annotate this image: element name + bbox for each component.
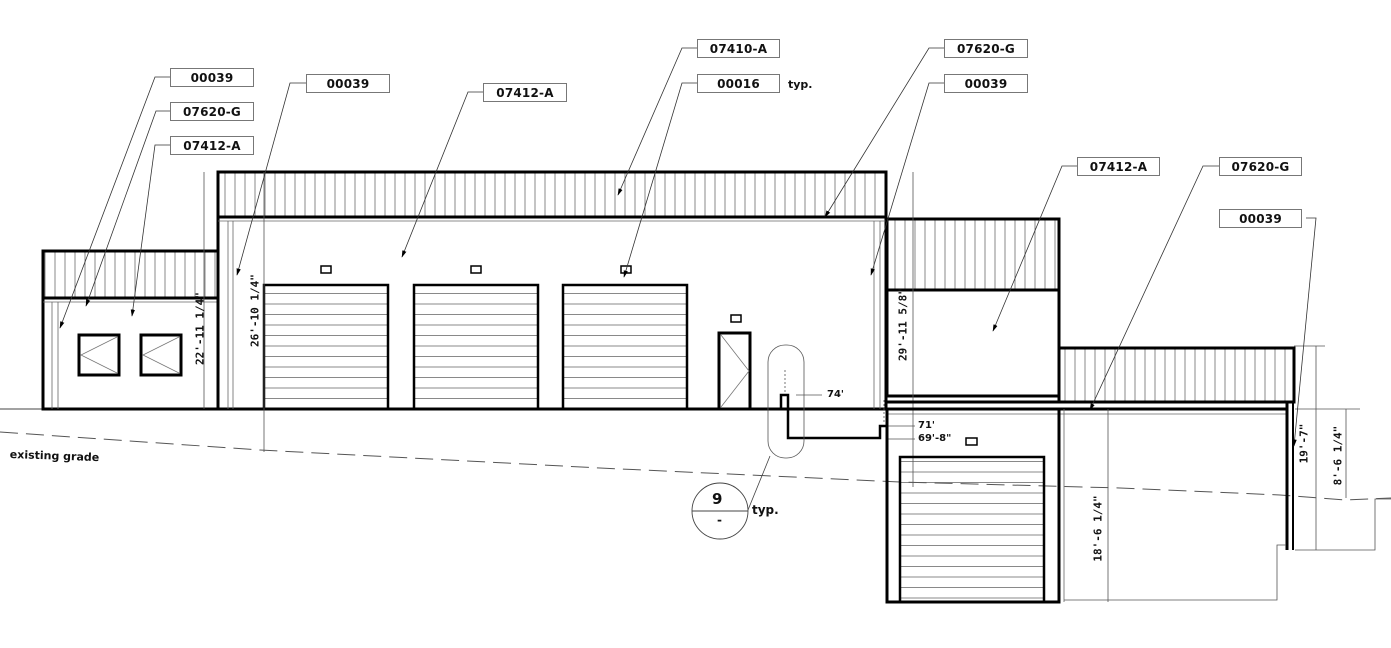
keynote-tag-00039[interactable]: 00039	[170, 68, 254, 87]
keynote-tag-07620-g[interactable]: 07620-G	[1219, 157, 1302, 176]
left-wing	[41, 172, 220, 411]
detail-callout-number: 9	[712, 490, 723, 508]
detail-callout-typ-note: typ.	[752, 503, 779, 517]
light-fixture-icon	[730, 314, 742, 323]
window-1	[77, 333, 121, 377]
stepped-foundation	[747, 344, 915, 511]
window-2	[139, 333, 183, 377]
keynote-tag-00039[interactable]: 00039	[306, 74, 390, 93]
detail-callout[interactable]	[691, 482, 749, 540]
keynote-tag-07620-g[interactable]: 07620-G	[170, 102, 254, 121]
right-lower-wing	[885, 345, 1391, 604]
dimension-right-upper-height: 29'-11 5/8"	[896, 288, 910, 361]
elevation-lower-level: 69'-8"	[918, 433, 952, 444]
keynote-tag-00039[interactable]: 00039	[944, 74, 1028, 93]
overhead-door-2	[412, 265, 540, 411]
keynote-tag-07410-a[interactable]: 07410-A	[697, 39, 780, 58]
light-fixture-icon	[965, 437, 978, 446]
keynote-tag-07412-a[interactable]: 07412-A	[483, 83, 567, 102]
man-door	[717, 314, 752, 411]
overhead-door-4	[898, 437, 1046, 604]
existing-grade-line	[0, 431, 1391, 501]
keynote-tag-00016[interactable]: 00016	[697, 74, 780, 93]
elevation-upper-level: 71'	[918, 420, 935, 431]
right-upper-block	[885, 172, 1061, 487]
elevation-top-of-step: 74'	[827, 389, 844, 400]
dimension-right-end-height: 19'-7"	[1297, 423, 1311, 464]
main-building	[216, 170, 888, 452]
dimension-left-wing-height: 22'-11 1/4"	[193, 292, 207, 365]
typ-note: typ.	[788, 78, 813, 91]
keynote-tag-07412-a[interactable]: 07412-A	[170, 136, 254, 155]
overhead-door-3	[561, 265, 689, 411]
overhead-door-1	[262, 265, 390, 411]
light-fixture-icon	[320, 265, 332, 274]
dimension-right-end-small: 8'-6 1/4"	[1331, 425, 1345, 486]
keynote-tag-00039[interactable]: 00039	[1219, 209, 1302, 228]
dimension-lower-wing-height: 18'-6 1/4"	[1091, 495, 1105, 562]
light-fixture-icon	[470, 265, 482, 274]
keynote-tag-07620-g[interactable]: 07620-G	[944, 39, 1028, 58]
dimension-main-height: 26'-10 1/4"	[248, 274, 262, 347]
leader-lines	[59, 47, 1317, 447]
detail-callout-sheet: -	[717, 513, 722, 527]
keynote-tag-07412-a[interactable]: 07412-A	[1077, 157, 1160, 176]
